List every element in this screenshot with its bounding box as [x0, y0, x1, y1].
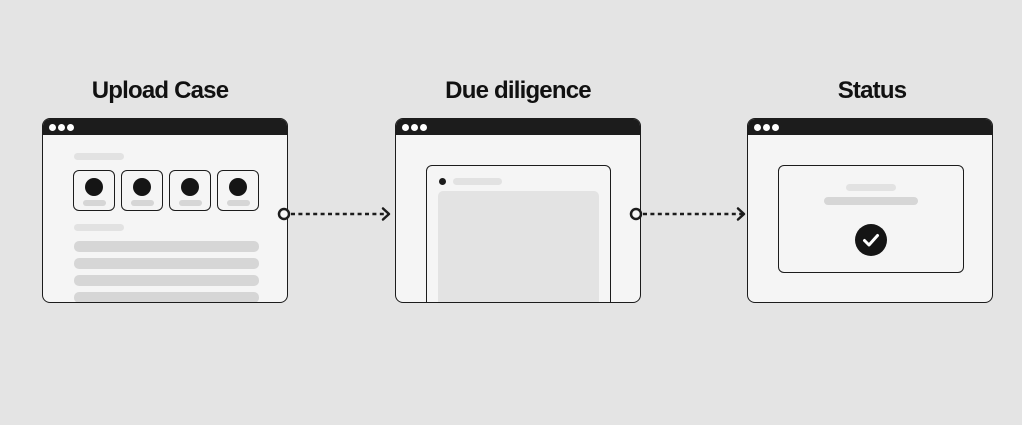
- step-title-upload-case: Upload Case: [91, 77, 229, 104]
- avatar-icon: [133, 178, 151, 196]
- window-dot-icon: [411, 123, 418, 131]
- window-dot-icon: [420, 123, 427, 131]
- avatar-icon: [229, 178, 247, 196]
- form-field-placeholder[interactable]: [74, 292, 259, 302]
- window-titlebar: [748, 119, 992, 135]
- avatar-label-placeholder: [131, 200, 154, 206]
- window-dot-icon: [402, 123, 409, 131]
- case-item-card[interactable]: [121, 170, 163, 211]
- status-window: [747, 118, 993, 303]
- window-dot-icon: [763, 123, 770, 131]
- avatar-icon: [85, 178, 103, 196]
- checkmark-circle-icon: [855, 224, 887, 256]
- avatar-label-placeholder: [83, 200, 106, 206]
- document-preview-area[interactable]: [438, 191, 599, 302]
- step-title-status: Status: [837, 77, 907, 104]
- avatar-label-placeholder: [227, 200, 250, 206]
- form-field-placeholder[interactable]: [74, 258, 259, 269]
- window-dot-icon: [67, 123, 74, 131]
- case-item-card[interactable]: [217, 170, 259, 211]
- dotted-arrow-icon: [277, 207, 391, 221]
- upload-case-window: [42, 118, 288, 303]
- window-dot-icon: [754, 123, 761, 131]
- window-titlebar: [396, 119, 640, 135]
- window-dot-icon: [772, 123, 779, 131]
- dotted-arrow-icon: [629, 207, 746, 221]
- form-field-placeholder[interactable]: [74, 275, 259, 286]
- panel-bullet-icon: [439, 178, 446, 185]
- window-dot-icon: [58, 123, 65, 131]
- status-heading-placeholder: [846, 184, 896, 191]
- review-panel: [426, 165, 611, 302]
- status-card: [778, 165, 964, 273]
- window-titlebar: [43, 119, 287, 135]
- due-diligence-window: [395, 118, 641, 303]
- step-title-due-diligence: Due diligence: [445, 77, 591, 104]
- case-item-card[interactable]: [169, 170, 211, 211]
- window-dot-icon: [49, 123, 56, 131]
- form-field-placeholder[interactable]: [74, 241, 259, 252]
- heading-placeholder: [74, 153, 124, 160]
- avatar-icon: [181, 178, 199, 196]
- panel-title-placeholder: [453, 178, 502, 185]
- case-item-card[interactable]: [73, 170, 115, 211]
- status-text-placeholder: [824, 197, 918, 205]
- section-label-placeholder: [74, 224, 124, 231]
- avatar-label-placeholder: [179, 200, 202, 206]
